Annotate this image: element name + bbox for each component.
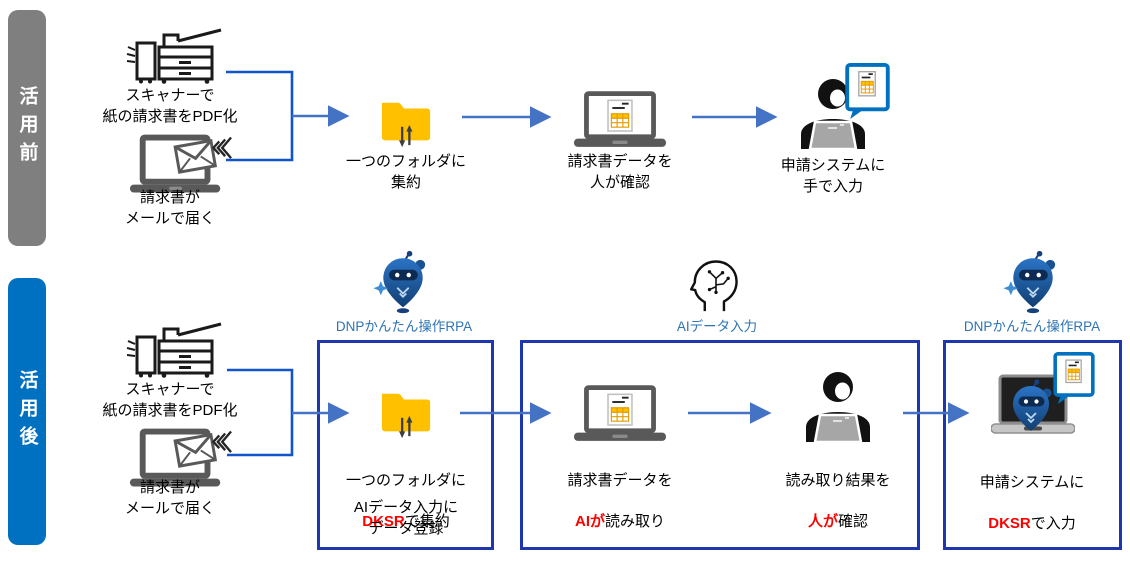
check-line1: 読み取り結果を	[785, 471, 891, 489]
invoice-laptop-icon	[574, 91, 666, 148]
auto-entry-caption: 申請システムに DKSRで入力	[932, 452, 1130, 535]
check-rest: 確認	[838, 513, 869, 531]
read-rest: 読み取り	[605, 513, 666, 531]
read-line1: 請求書データを	[567, 471, 673, 489]
speech-bubble-invoice-icon	[845, 63, 890, 119]
entry-caption-before: 申請システムに 手で入力	[780, 157, 886, 195]
row-label-before: 活用前	[8, 10, 46, 246]
scanner-icon	[124, 322, 224, 384]
collect-sub-caption: AIデータ入力に データ登録	[353, 499, 459, 537]
row-label-after: 活用後	[8, 278, 46, 545]
entry-emphasis: DKSR	[988, 515, 1031, 533]
laptop-mail-icon	[126, 134, 234, 196]
speech-bubble-invoice-icon	[1053, 352, 1095, 404]
rpa-tool-label-2: DNPかんたん操作RPA	[963, 319, 1101, 334]
row-label-after-text: 活用後	[16, 369, 38, 454]
entry-rest: で入力	[1030, 515, 1076, 533]
collect-caption-after: 一つのフォルダに DKSRで集約	[306, 450, 506, 533]
scanner-caption-before: スキャナーで 紙の請求書をPDF化	[102, 87, 238, 125]
collect-caption-before: 一つのフォルダに 集約	[345, 153, 466, 191]
ai-head-icon	[687, 254, 745, 312]
collect-line1: 一つのフォルダに	[345, 471, 466, 489]
folder-sync-icon	[379, 95, 433, 149]
ai-tool-label: AIデータ入力	[676, 319, 758, 334]
process-box-collect	[317, 340, 494, 550]
collect-rest: で集約	[404, 513, 450, 531]
folder-sync-icon	[379, 386, 433, 440]
mail-caption-before: 請求書が メールで届く	[124, 189, 215, 227]
read-emphasis: AIが	[574, 513, 605, 531]
scanner-icon	[124, 28, 224, 90]
row-label-before-text: 活用前	[16, 86, 38, 170]
review-caption-before: 請求書データを 人が確認	[567, 153, 673, 191]
collect-emphasis: DKSR	[362, 513, 405, 531]
process-box-ai	[520, 340, 920, 550]
scanner-caption-after: スキャナーで 紙の請求書をPDF化	[102, 381, 238, 419]
rpa-tool-label-1: DNPかんたん操作RPA	[335, 319, 473, 334]
ai-read-caption: 請求書データを AIが読み取り	[520, 450, 720, 533]
mail-caption-after: 請求書が メールで届く	[124, 479, 215, 517]
invoice-laptop-icon	[574, 385, 666, 442]
person-laptop-icon	[796, 370, 880, 442]
dnp-robot-icon	[996, 250, 1070, 314]
human-check-caption: 読み取り結果を 人が確認	[738, 450, 938, 533]
dnp-robot-icon	[366, 250, 440, 314]
check-emphasis: 人が	[807, 513, 838, 531]
entry-line1: 申請システムに	[979, 473, 1085, 491]
